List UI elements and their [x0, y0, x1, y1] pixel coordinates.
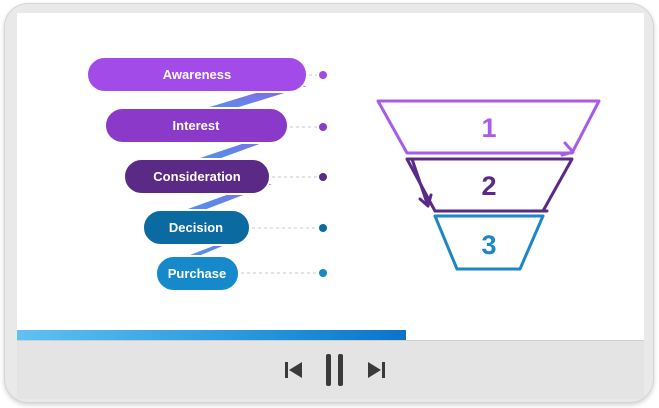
funnel-stage-decision: Decision — [142, 209, 251, 246]
funnel-stage-purchase: Purchase — [155, 255, 240, 292]
pause-icon — [326, 354, 343, 386]
pause-button[interactable] — [320, 341, 350, 399]
stage-label: Awareness — [163, 67, 231, 82]
video-screen[interactable]: Awareness Interest Consideration Decisio… — [17, 13, 644, 343]
stage-label: Consideration — [153, 169, 240, 184]
previous-button[interactable] — [279, 341, 309, 399]
level-number: 2 — [481, 171, 496, 201]
next-button[interactable] — [361, 341, 391, 399]
level-arrow-2-to-3 — [410, 157, 549, 213]
stage-label: Interest — [173, 118, 221, 133]
level-arrow-1-to-2 — [410, 141, 575, 157]
funnel-level-3: 3 — [433, 214, 545, 271]
stage-leader-lines — [241, 74, 317, 274]
video-player: Awareness Interest Consideration Decisio… — [4, 3, 654, 403]
funnel-level-2: 2 — [405, 157, 574, 213]
stage-marker-dots — [319, 71, 327, 277]
level-number: 1 — [481, 113, 496, 143]
funnel-stage-interest: Interest — [104, 107, 289, 144]
funnel-stage-awareness: Awareness — [86, 56, 308, 93]
funnel-slide: Awareness Interest Consideration Decisio… — [86, 56, 601, 292]
playback-progress-fill — [17, 330, 406, 340]
skip-previous-icon — [285, 362, 302, 378]
funnel-stage-consideration: Consideration — [123, 158, 271, 195]
level-number: 3 — [481, 230, 496, 260]
skip-next-icon — [368, 362, 385, 378]
playback-progress-bar[interactable] — [17, 330, 644, 340]
stage-label: Decision — [169, 220, 223, 235]
player-controls — [17, 340, 644, 399]
stage-label: Purchase — [168, 266, 227, 281]
